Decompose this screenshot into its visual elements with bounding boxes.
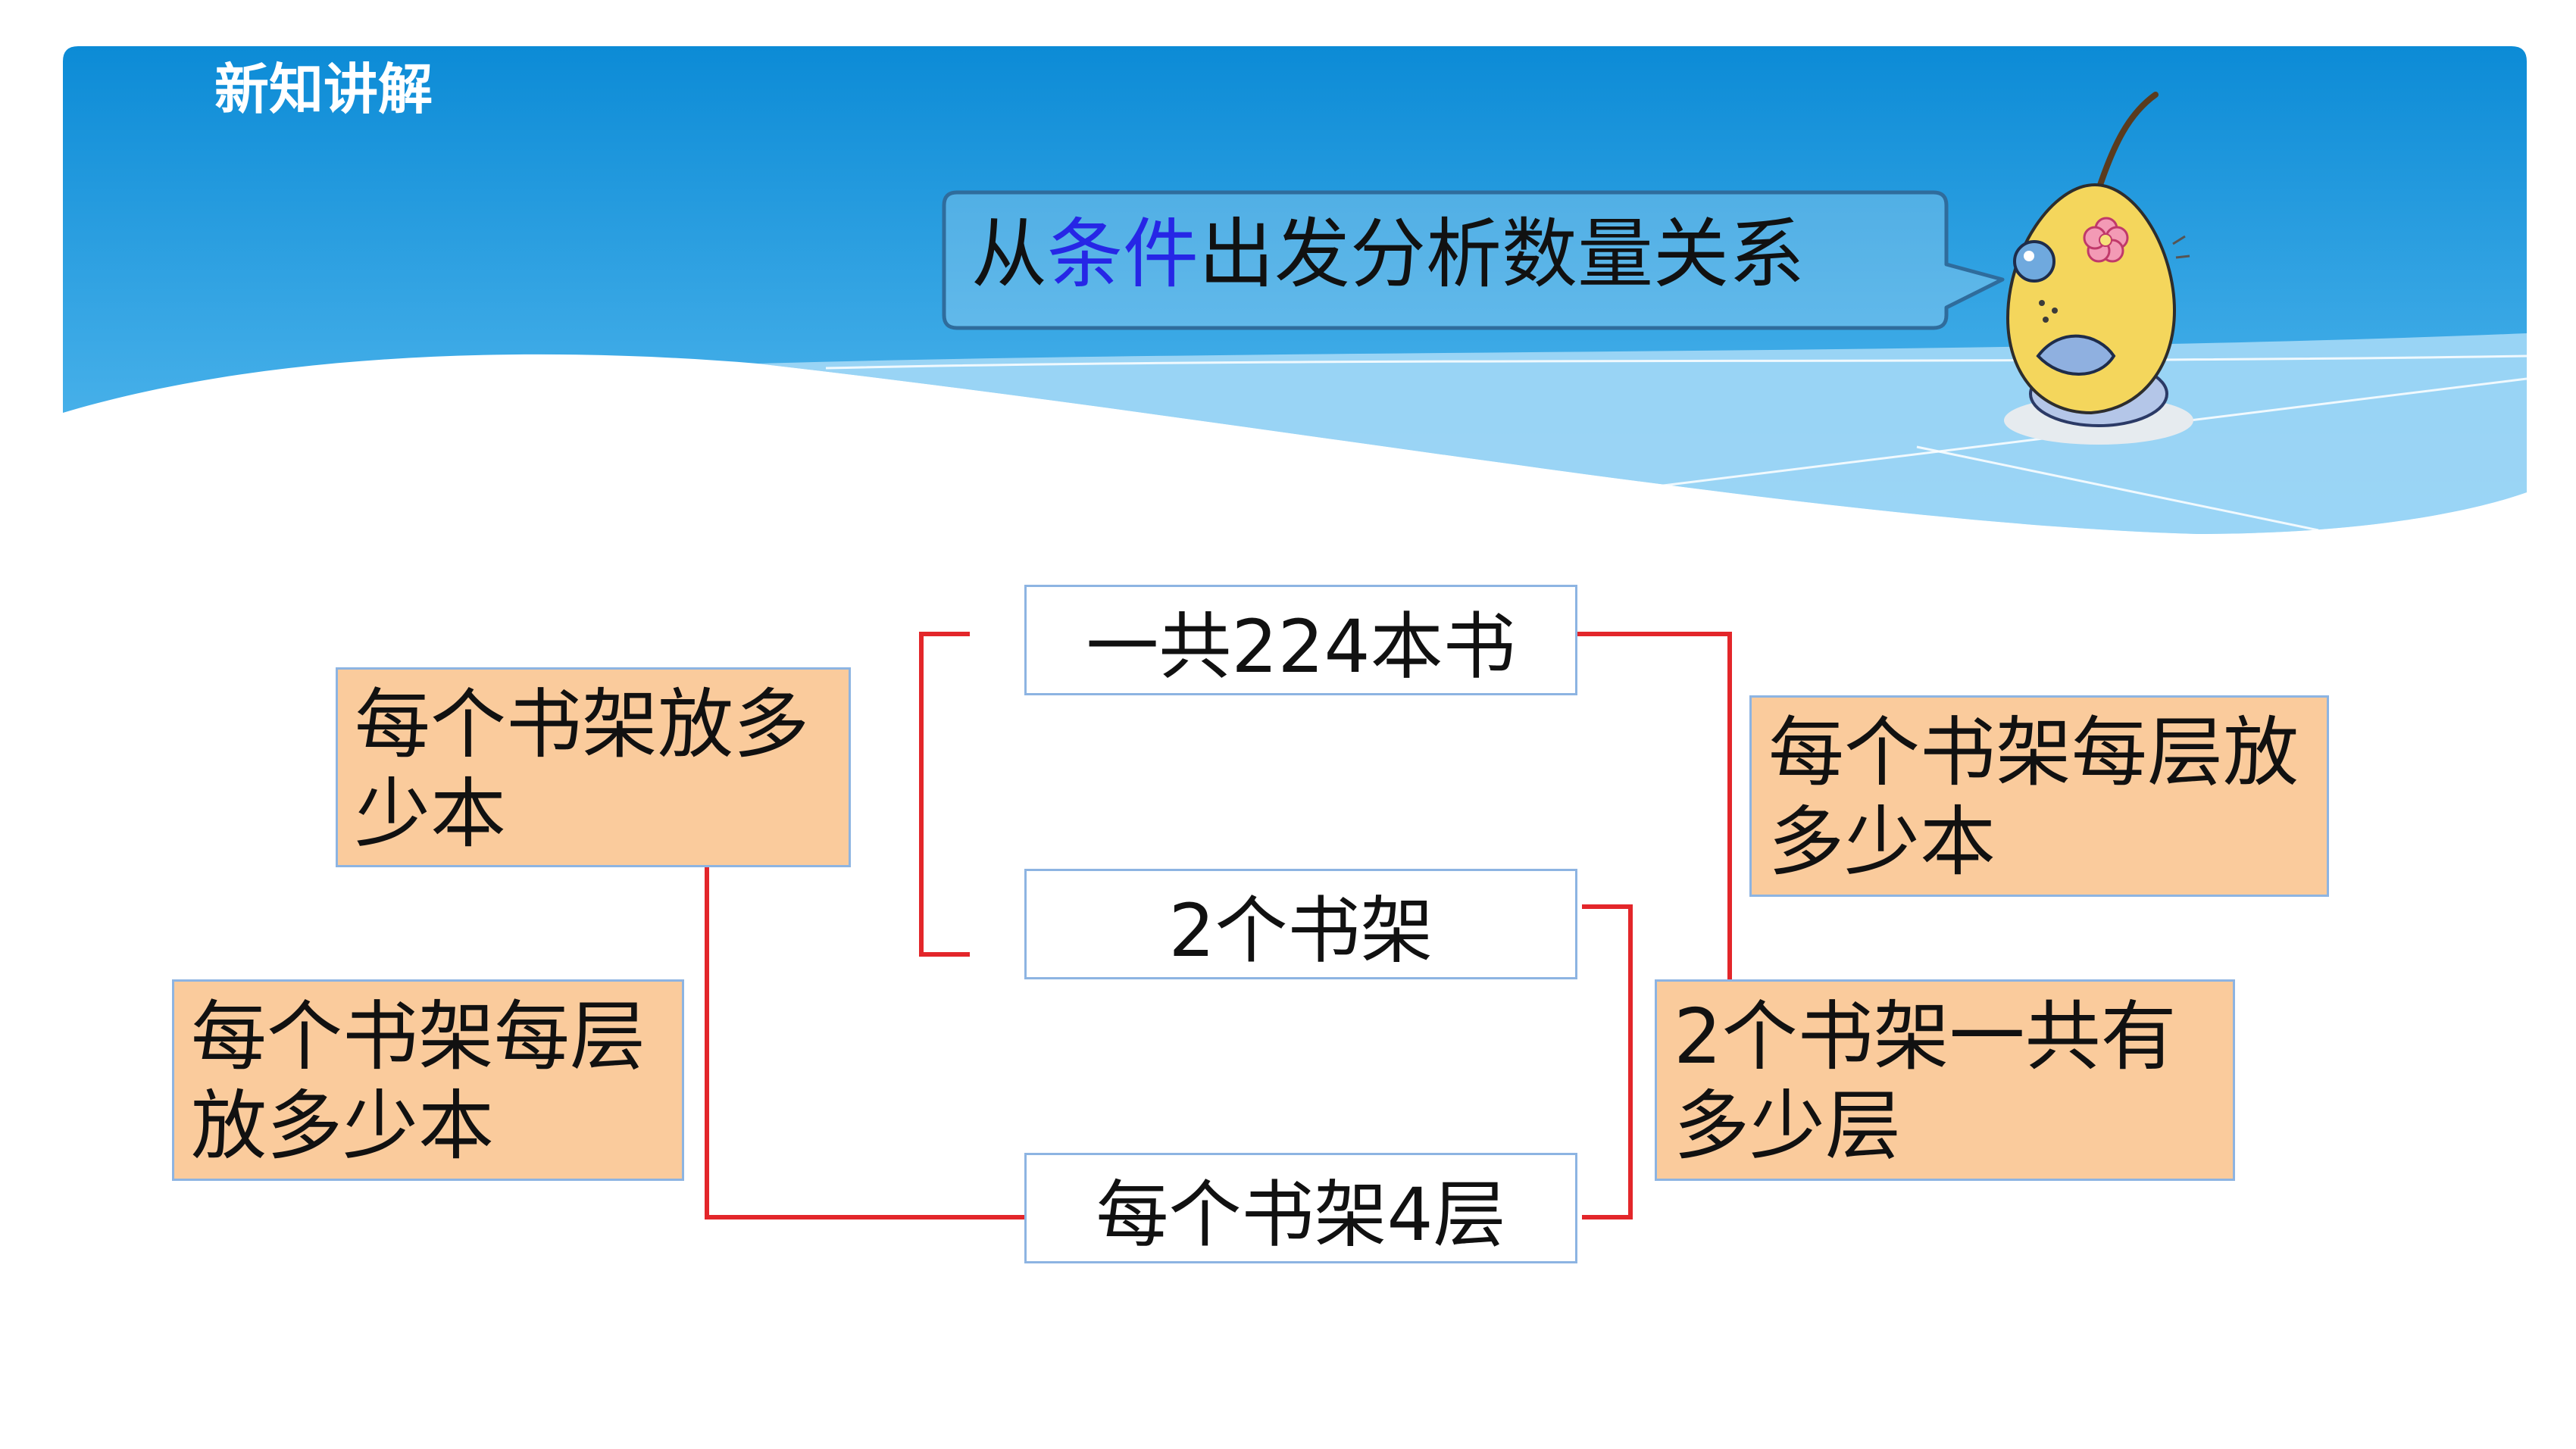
- banner-white-wave: [63, 354, 2527, 606]
- speech-bubble-outline: [942, 190, 2005, 330]
- slide-title: 新知讲解: [214, 58, 433, 121]
- connector-top-right: [1577, 632, 1732, 979]
- condition-total-books: 一共224本书: [1024, 585, 1577, 695]
- connector-bracket-right: [1582, 904, 1633, 1219]
- question-line: 多少本: [1768, 798, 1996, 886]
- question-books-per-layer-left: 每个书架每层 放多少本: [172, 979, 684, 1181]
- pear-character: [2004, 92, 2193, 445]
- pear-eye: [2013, 240, 2055, 283]
- banner-line: [825, 354, 2528, 370]
- flower-icon: [2083, 217, 2129, 263]
- bubble-prefix: 从: [971, 210, 1047, 298]
- connector-bracket-left: [919, 632, 970, 957]
- question-line: 放多少本: [191, 1082, 494, 1170]
- question-books-per-layer-right: 每个书架每层放 多少本: [1749, 695, 2329, 897]
- speech-bubble-text: 从条件出发分析数量关系: [971, 190, 1805, 319]
- speech-bubble: 从条件出发分析数量关系: [942, 190, 2018, 330]
- question-line: 每个书架每层: [191, 992, 646, 1081]
- question-total-layers: 2个书架一共有 多少层: [1655, 979, 2235, 1181]
- question-line: 每个书架放多: [355, 680, 809, 769]
- question-line: 少本: [355, 770, 506, 858]
- condition-shelf-count: 2个书架: [1024, 869, 1577, 979]
- question-line: 每个书架每层放: [1768, 708, 2299, 797]
- banner-line: [1916, 445, 2319, 532]
- bubble-suffix: 出发分析数量关系: [1199, 210, 1805, 298]
- question-books-per-shelf: 每个书架放多 少本: [336, 667, 851, 867]
- bubble-highlight: 条件: [1047, 210, 1199, 298]
- pear-arms: [2036, 334, 2116, 376]
- condition-layers-per-shelf: 每个书架4层: [1024, 1153, 1577, 1263]
- pear-stem: [2096, 92, 2159, 192]
- connector-bottom-left: [705, 867, 1024, 1219]
- question-line: 2个书架一共有: [1674, 992, 2177, 1081]
- question-line: 多少层: [1674, 1082, 1901, 1170]
